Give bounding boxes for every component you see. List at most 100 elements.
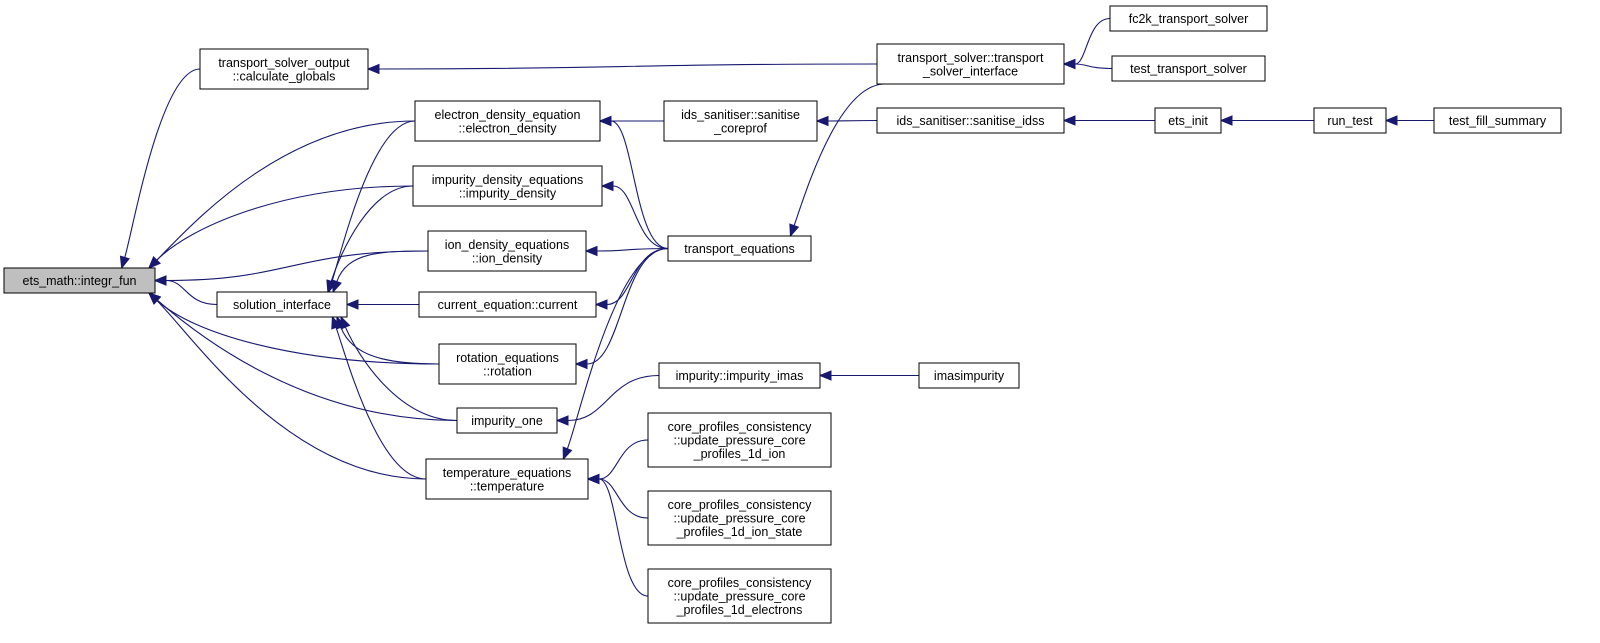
edge-line [567,374,660,422]
node-label: solution_interface [233,298,331,312]
node-label: current_equation::current [438,298,578,312]
edge-arrowhead [600,180,614,192]
edge-run-test-to-ets-init [1219,115,1314,126]
node-calc-globals[interactable]: transport_solver_output::calculate_globa… [199,48,369,90]
edge-arrowhead [815,115,829,127]
node-label: electron_density_equation [435,108,581,122]
edges-layer [119,17,1434,597]
node-label: rotation_equations [456,351,559,365]
edge-arrowhead [586,473,600,485]
node-transport-eq[interactable]: transport_equations [667,235,812,262]
edge-arrowhead [555,415,569,426]
edge-elec-dens-to-sol-if [327,120,416,294]
node-label: transport_solver::transport [898,51,1044,65]
edge-ion-dens-to-sol-if [332,250,429,294]
node-box [199,48,369,90]
node-ts-if[interactable]: transport_solver::transport_solver_inter… [876,43,1065,85]
edge-line [378,63,878,70]
edge-imp-dens-to-integr-fun [148,185,414,269]
edge-arrowhead [119,255,130,270]
node-upd-ion-state[interactable]: core_profiles_consistency::update_pressu… [647,490,832,546]
edge-transport-eq-to-imp-dens [600,180,669,250]
edge-line [596,247,669,252]
edge-transport-eq-to-current [594,247,669,310]
edge-line [566,247,669,449]
edge-line [612,185,669,250]
nodes-layer: ets_math::integr_fun transport_solver_out… [3,5,1562,624]
node-label: test_fill_summary [1449,114,1547,128]
edge-current-to-sol-if [345,299,420,310]
node-label: run_test [1327,114,1373,128]
edge-arrowhead [332,279,342,294]
node-box [876,43,1065,85]
node-sanit-coreprof[interactable]: ids_sanitiser::sanitise_coreprof [663,100,818,142]
node-label: impurity::impurity_imas [676,369,804,383]
node-box [647,412,832,468]
node-integr-fun[interactable]: ets_math::integr_fun [3,267,156,294]
edge-arrowhead [584,245,598,257]
node-imasimpurity[interactable]: imasimpurity [918,362,1020,389]
edge-line [156,185,414,261]
node-temperature[interactable]: temperature_equations::temperature [425,458,589,500]
node-ets-init[interactable]: ets_init [1154,107,1222,134]
node-label: ::temperature [470,479,544,493]
edge-line [598,439,649,480]
edge-line [793,83,886,226]
node-rotation[interactable]: rotation_equations::rotation [438,343,577,385]
node-imp-one[interactable]: impurity_one [456,407,558,434]
node-label: ::impurity_density [459,186,557,200]
node-label: ::update_pressure_core [673,434,805,448]
node-label: transport_solver_output [218,56,350,70]
node-current[interactable]: current_equation::current [418,291,597,318]
node-ion-dens[interactable]: ion_density_equations::ion_density [427,230,587,272]
edge-line [1074,17,1111,65]
node-label: ids_sanitiser::sanitise_idss [897,114,1045,128]
node-box [876,107,1065,134]
edge-arrowhead [594,299,608,310]
edge-line [606,247,669,306]
edge-line [124,68,201,258]
edge-line [335,327,427,480]
node-imp-dens[interactable]: impurity_density_equations::impurity_den… [412,165,603,207]
node-run-test[interactable]: run_test [1313,107,1387,134]
node-upd-ion[interactable]: core_profiles_consistency::update_pressu… [647,412,832,468]
edge-line [156,300,440,365]
node-label: core_profiles_consistency [668,498,813,512]
node-elec-dens[interactable]: electron_density_equation::electron_dens… [414,100,601,142]
node-label: _solver_interface [922,64,1018,78]
node-box [667,235,812,262]
node-box [918,362,1020,389]
edge-arrowhead [562,446,573,461]
node-test-ts[interactable]: test_transport_solver [1111,55,1266,82]
node-sanit-idss[interactable]: ids_sanitiser::sanitise_idss [876,107,1065,134]
edge-calc-globals-to-integr-fun [119,68,201,270]
edge-line [165,250,429,282]
node-fc2k[interactable]: fc2k_transport_solver [1109,5,1268,32]
edge-imp-one-to-sol-if [340,315,458,422]
edge-ets-init-to-sanit-idss [1062,115,1155,126]
edge-arrowhead [789,223,800,238]
node-box [414,100,601,142]
node-box [418,291,597,318]
edge-temperature-to-sol-if [331,315,427,480]
node-sol-if[interactable]: solution_interface [216,291,348,318]
node-imp-imas[interactable]: impurity::impurity_imas [658,362,821,389]
node-box [1313,107,1387,134]
edge-sol-if-to-integr-fun [153,275,218,306]
edge-line [156,299,458,422]
node-upd-elec[interactable]: core_profiles_consistency::update_pressu… [647,568,832,624]
node-label: ::update_pressure_core [673,512,805,526]
edge-ts-if-to-calc-globals [366,63,878,75]
edge-arrowhead [818,370,832,381]
edge-line [336,250,429,282]
edge-line [340,327,440,365]
node-box [456,407,558,434]
edge-arrowhead [331,315,342,330]
node-test-fill[interactable]: test_fill_summary [1433,107,1562,134]
edge-line [598,478,649,519]
edge-ion-dens-to-integr-fun [153,250,429,286]
node-label: ::ion_density [472,251,543,265]
node-label: impurity_density_equations [432,173,583,187]
node-label: transport_equations [684,242,795,256]
